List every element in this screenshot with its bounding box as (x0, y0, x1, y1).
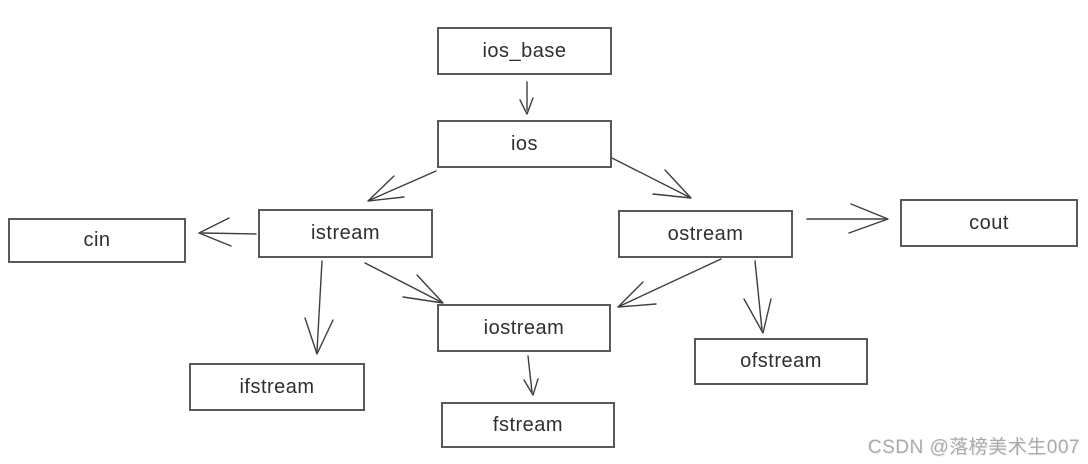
arrow-ostream-to-ofstream (743, 260, 772, 334)
arrow-istream-to-iostream (364, 262, 444, 304)
arrow-ios-to-istream (367, 170, 437, 202)
arrow-ios_base-to-ios (519, 81, 534, 115)
node-iostream: iostream (437, 304, 611, 352)
node-ios_base: ios_base (437, 27, 612, 75)
arrow-ostream-to-cout (806, 203, 889, 234)
arrow-istream-to-cin (198, 217, 257, 247)
arrow-ios-to-ostream (611, 157, 692, 199)
node-cout: cout (900, 199, 1078, 247)
node-cin: cin (8, 218, 186, 263)
node-ifstream: ifstream (189, 363, 365, 411)
csdn-watermark: CSDN @落榜美术生007 (867, 437, 1080, 458)
node-ostream: ostream (618, 210, 793, 258)
node-istream: istream (258, 209, 433, 258)
arrow-ostream-to-iostream (617, 258, 722, 308)
arrow-istream-to-ifstream (304, 260, 334, 355)
node-fstream: fstream (441, 402, 615, 448)
arrow-iostream-to-fstream (523, 355, 539, 396)
node-ios: ios (437, 120, 612, 168)
node-ofstream: ofstream (694, 338, 868, 385)
